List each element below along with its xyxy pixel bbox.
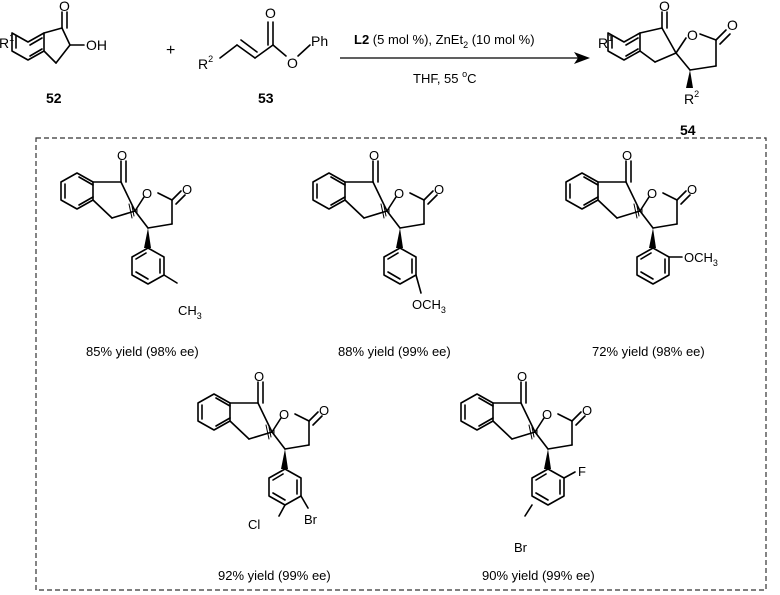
- substrate-scope-box: [35, 137, 767, 591]
- svg-text:O: O: [582, 403, 592, 418]
- svg-text:O: O: [647, 186, 657, 201]
- svg-text:O: O: [254, 369, 264, 384]
- reagent-53-carbonyl-o: O: [265, 5, 276, 21]
- conditions-line-2: THF, 55 oC: [413, 69, 477, 86]
- product-carbonyl-o: O: [727, 17, 738, 33]
- product-r2-label: R2: [684, 89, 699, 107]
- example-4-br-label: Br: [304, 512, 318, 527]
- example-4-cl-label: Cl: [248, 517, 260, 532]
- svg-text:O: O: [622, 148, 632, 163]
- compound-number-54: 54: [680, 122, 696, 138]
- reagent-53-ph-label: Ph: [311, 33, 328, 49]
- svg-text:O: O: [394, 186, 404, 201]
- svg-text:O: O: [182, 182, 192, 197]
- example-5-yield: 90% yield (99% ee): [482, 568, 595, 583]
- reagent-53-r-label: R2: [198, 54, 213, 72]
- example-1-structure: O O O: [60, 148, 192, 285]
- svg-text:O: O: [117, 148, 127, 163]
- product-r1-label: R1: [598, 33, 613, 51]
- example-1-yield: 85% yield (98% ee): [86, 344, 199, 359]
- reagent-52-ketone-o: O: [59, 0, 70, 14]
- example-2-substituent: OCH3: [412, 297, 446, 315]
- reagent-53-ester-o: O: [287, 55, 298, 71]
- example-1-substituent: CH3: [178, 303, 202, 321]
- reagent-52-r-label: R1: [0, 33, 14, 51]
- svg-text:O: O: [542, 407, 552, 422]
- svg-text:O: O: [369, 148, 379, 163]
- reagent-52-structure: [11, 11, 85, 64]
- arrow-head: [574, 52, 590, 64]
- svg-text:O: O: [434, 182, 444, 197]
- svg-text:O: O: [279, 407, 289, 422]
- example-5-structure: O O O: [460, 369, 592, 517]
- example-4-structure: O O O: [197, 369, 329, 517]
- example-2-yield: 88% yield (99% ee): [338, 344, 451, 359]
- example-5-f-label: F: [578, 464, 586, 479]
- example-5-br-label: Br: [514, 540, 528, 555]
- example-3-substituent: OCH3: [684, 250, 718, 268]
- example-3-yield: 72% yield (98% ee): [592, 344, 705, 359]
- plus-sign: +: [166, 42, 175, 59]
- svg-text:O: O: [517, 369, 527, 384]
- conditions-line-1: L2 (5 mol %), ZnEt2 (10 mol %): [354, 32, 535, 50]
- example-2-structure: O O O: [312, 148, 444, 294]
- reagent-53-structure: [219, 21, 311, 59]
- product-ketone-o: O: [659, 0, 670, 14]
- compound-number-53: 53: [258, 90, 274, 106]
- reagent-52-oh-label: OH: [86, 37, 107, 53]
- compound-number-52: 52: [46, 90, 62, 106]
- product-ring-o: O: [687, 27, 698, 43]
- example-4-yield: 92% yield (99% ee): [218, 568, 331, 583]
- svg-text:O: O: [319, 403, 329, 418]
- svg-text:O: O: [142, 186, 152, 201]
- svg-text:O: O: [687, 182, 697, 197]
- product-54-structure: [607, 11, 731, 88]
- example-3-structure: O O O: [565, 148, 697, 285]
